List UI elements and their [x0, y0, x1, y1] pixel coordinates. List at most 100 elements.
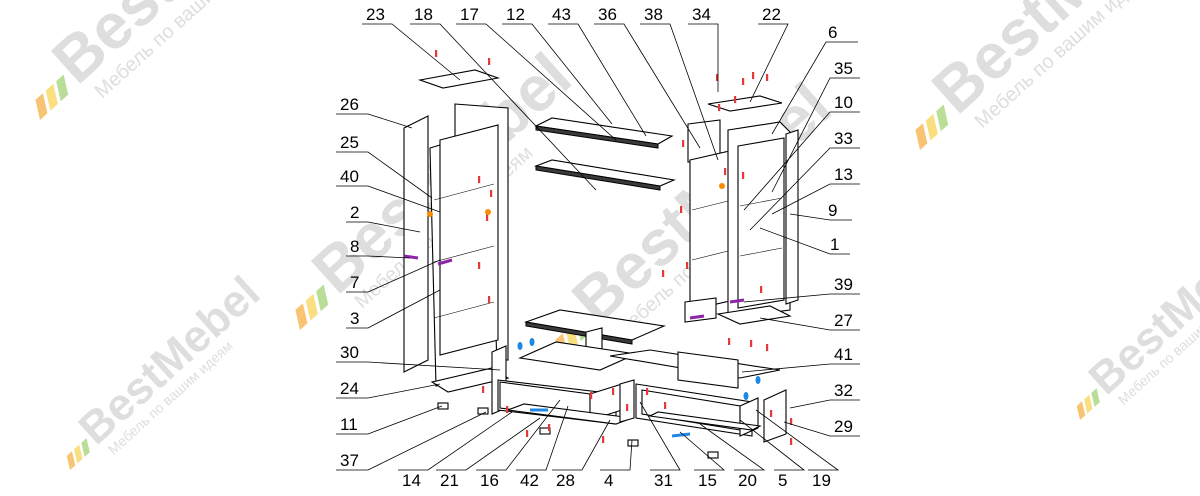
fitting-handle-icon [689, 314, 705, 320]
callout-top-6: 36 [598, 5, 617, 24]
callout-left-6: 7 [350, 273, 359, 292]
exploded-parts-drawing [403, 69, 799, 459]
fitting-handle-icon [403, 254, 419, 260]
leader-line [600, 439, 633, 471]
leader-line [346, 255, 411, 259]
leader-line [336, 113, 413, 129]
fitting-screw-icon [686, 262, 689, 269]
fitting-screw-icon [770, 410, 773, 417]
callout-top-1: 23 [366, 5, 385, 24]
leader-line [771, 41, 858, 135]
watermark-leaf-icon [45, 83, 58, 111]
fitting-screw-icon [716, 74, 719, 81]
leader-line [759, 227, 850, 255]
fitting-screw-icon [590, 392, 593, 399]
watermark-leaf-icon [925, 113, 938, 141]
watermark-leaf-icon [295, 303, 308, 330]
fitting-screw-icon [488, 58, 491, 65]
leader-line [679, 431, 726, 471]
leader-line [741, 363, 860, 373]
callout-top-4: 12 [506, 5, 525, 24]
part-wall-shelf-upper-edge [535, 125, 659, 149]
fitting-screw-icon [478, 262, 481, 269]
watermark-leaf-icon [316, 284, 329, 312]
fitting-cam-lock-icon [719, 183, 725, 189]
fitting-screw-icon [724, 168, 727, 175]
leader-line [688, 23, 719, 92]
leader-line [755, 409, 840, 471]
callout-top-9: 22 [762, 5, 781, 24]
callout-bottom-9: 20 [738, 471, 757, 490]
part-lower-unit-back [677, 351, 739, 389]
callout-bottom-10: 5 [778, 471, 787, 490]
callout-bottom-3: 16 [480, 471, 499, 490]
fitting-screw-icon [435, 50, 438, 57]
callout-bottom-6: 4 [604, 471, 613, 490]
watermark-leaf-icon [1091, 388, 1100, 407]
fitting-screw-icon [718, 104, 721, 111]
callout-left-7: 3 [350, 309, 359, 328]
part-lower-unit-plinth [648, 411, 762, 431]
fitting-screw-icon [486, 214, 489, 221]
leader-line [336, 383, 441, 399]
callout-right-8: 39 [834, 275, 853, 294]
part-right-base [716, 305, 792, 325]
watermark-leaf-icon [305, 293, 318, 321]
leader-line [346, 289, 441, 329]
watermark-leaf-icon [74, 444, 83, 464]
fitting-screw-icon [742, 78, 745, 85]
callout-left-9: 24 [340, 379, 359, 398]
fitting-screw-icon [728, 338, 731, 345]
leader-line [552, 419, 611, 471]
leader-line [789, 213, 852, 221]
part-lower-unit-divider [619, 379, 635, 423]
callout-left-5: 8 [350, 237, 359, 256]
fitting-cam-lock-icon [427, 211, 433, 217]
leader-line [699, 423, 766, 471]
fitting-screw-icon [506, 406, 509, 413]
part-left-side-panel [403, 115, 429, 373]
fitting-screw-icon [548, 424, 551, 431]
leader-line [743, 111, 860, 211]
callout-top-5: 43 [552, 5, 571, 24]
callout-right-5: 13 [834, 165, 853, 184]
watermark-leaf-icon [1084, 394, 1093, 414]
leader-line [398, 411, 513, 471]
watermark-leaf-icon [81, 438, 90, 457]
fitting-screw-icon [682, 140, 685, 147]
leader-line [749, 23, 789, 103]
callout-top-2: 18 [414, 5, 433, 24]
callout-left-11: 37 [340, 451, 359, 470]
callout-bottom-11: 19 [812, 471, 831, 490]
part-left-base [430, 367, 510, 393]
fitting-screw-icon [742, 172, 745, 179]
fitting-screw-icon [680, 206, 683, 213]
callout-bottom-4: 42 [520, 471, 539, 490]
callout-right-11: 32 [834, 381, 853, 400]
callout-left-3: 40 [340, 167, 359, 186]
fitting-cam-lock-icon [485, 209, 491, 215]
leader-line [346, 259, 441, 293]
leader-line [743, 293, 860, 303]
fitting-screw-icon [766, 344, 769, 351]
callout-right-7: 1 [830, 235, 839, 254]
leader-line [789, 399, 860, 409]
callout-left-2: 25 [340, 133, 359, 152]
fitting-screw-icon [526, 430, 529, 437]
leader-line [759, 317, 860, 331]
fitting-screw-icon [482, 386, 485, 393]
leader-line [594, 23, 701, 149]
fitting-screw-icon [662, 270, 665, 277]
fitting-screw-icon [750, 340, 753, 347]
leader-line [640, 23, 719, 161]
leader-line [336, 151, 433, 199]
fitting-handle-icon [437, 258, 453, 266]
callout-left-10: 11 [340, 415, 358, 434]
leader-line [362, 23, 461, 81]
part-foot [627, 439, 639, 447]
callout-top-3: 17 [460, 5, 479, 24]
